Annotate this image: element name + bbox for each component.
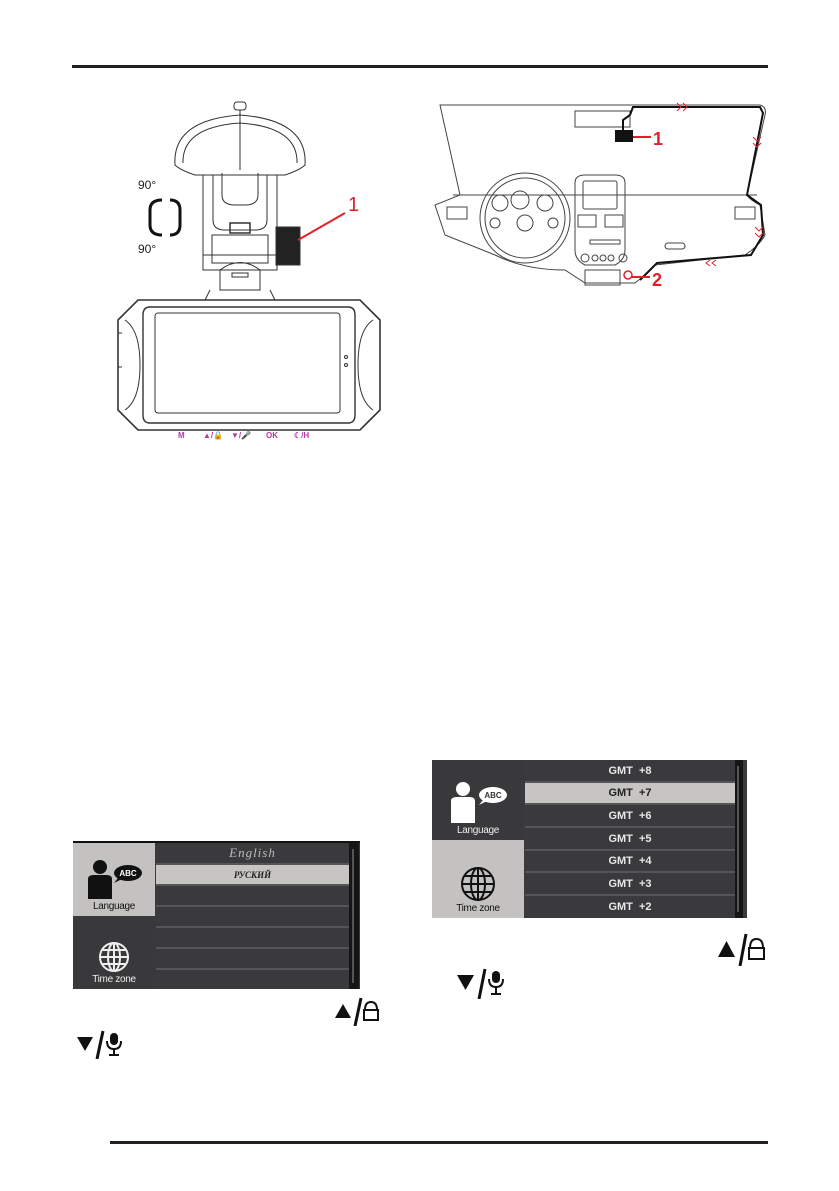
list-item-gmt-plus-2[interactable]: GMT +2 xyxy=(525,896,735,918)
car-callout-2: 2 xyxy=(652,270,662,290)
dashcam-unit-icon xyxy=(615,130,633,142)
tab-language[interactable]: ABC Language xyxy=(432,760,524,840)
list-item-gmt-plus-5[interactable]: GMT +5 xyxy=(525,828,735,851)
tab-language-label: Language xyxy=(92,901,136,912)
button-label-ok: OK xyxy=(266,431,278,440)
down-mic-key-icon xyxy=(75,1029,130,1059)
list-item-label: GMT +8 xyxy=(608,764,652,777)
down-mic-key-icon xyxy=(455,967,513,999)
list-item-label: English xyxy=(229,845,276,860)
button-label-m: M xyxy=(178,431,185,440)
tab-time-zone[interactable]: Time zone xyxy=(432,840,524,918)
time-zone-menu-screenshot: ABC Language Time zone GMT +8 GMT +7 GMT… xyxy=(432,760,747,918)
list-item-gmt-plus-7[interactable]: GMT +7 xyxy=(525,783,735,805)
tab-language-label: Language xyxy=(456,825,500,836)
list-item-label: GMT +2 xyxy=(608,901,652,913)
list-item-label: GMT +7 xyxy=(608,787,652,799)
list-item-empty xyxy=(156,949,349,970)
up-lock-key-icon xyxy=(333,996,385,1026)
up-lock-key-icon xyxy=(716,932,772,966)
tab-time-zone[interactable]: Time zone xyxy=(73,916,155,989)
car-figure: 1 2 xyxy=(425,95,785,295)
list-item-empty xyxy=(156,970,349,989)
callout-1: 1 xyxy=(348,194,359,216)
list-item-label: GMT +4 xyxy=(608,855,652,867)
globe-icon xyxy=(461,867,495,901)
rotate-arrows-icon xyxy=(148,198,182,237)
svg-text:ABC: ABC xyxy=(119,869,137,878)
button-label-mode-h: ☾/H xyxy=(294,431,309,440)
rotation-top-label: 90° xyxy=(138,178,156,192)
tab-time-zone-label: Time zone xyxy=(92,974,136,985)
svg-text:ABC: ABC xyxy=(484,791,502,800)
list-item-label: GMT +5 xyxy=(608,832,652,845)
list-item-empty xyxy=(156,886,349,907)
person-speech-abc-icon: ABC xyxy=(451,782,507,823)
list-item-empty xyxy=(156,907,349,928)
car-callout-1: 1 xyxy=(653,129,663,149)
scrollbar[interactable] xyxy=(735,760,743,918)
list-item-label: GMT +3 xyxy=(608,877,652,890)
scrollbar[interactable] xyxy=(349,843,359,989)
header-rule xyxy=(72,65,768,68)
list-item-label: GMT +6 xyxy=(608,809,652,822)
car-dashboard-illustration: 1 2 xyxy=(434,102,766,290)
list-item-gmt-plus-4[interactable]: GMT +4 xyxy=(525,851,735,873)
list-item-empty xyxy=(156,928,349,949)
language-menu-screenshot: ABC Language Time zone English РУСКИЙ xyxy=(73,841,360,989)
list-item-gmt-plus-6[interactable]: GMT +6 xyxy=(525,805,735,828)
dashcam-mount-illustration: 90° 90° 1 M ▲/🔒 ▼/🎤 OK ☾/H xyxy=(117,101,381,440)
tab-time-zone-label: Time zone xyxy=(456,903,500,914)
tab-language[interactable]: ABC Language xyxy=(73,843,155,916)
mount-figure: 90° 90° 1 M ▲/🔒 ▼/🎤 OK ☾/H xyxy=(100,95,390,455)
list-item-gmt-plus-8[interactable]: GMT +8 xyxy=(525,760,735,783)
footer-rule xyxy=(110,1141,768,1144)
globe-icon xyxy=(99,942,129,972)
button-label-up-lock: ▲/🔒 xyxy=(203,431,223,440)
list-item-english[interactable]: English xyxy=(156,843,349,865)
list-item-gmt-plus-3[interactable]: GMT +3 xyxy=(525,873,735,896)
button-label-down-mic: ▼/🎤 xyxy=(231,430,251,440)
person-speech-abc-icon: ABC xyxy=(88,860,142,899)
rotation-bottom-label: 90° xyxy=(138,242,156,256)
list-item-label: РУСКИЙ xyxy=(233,869,272,880)
list-item-russian[interactable]: РУСКИЙ xyxy=(156,865,349,886)
